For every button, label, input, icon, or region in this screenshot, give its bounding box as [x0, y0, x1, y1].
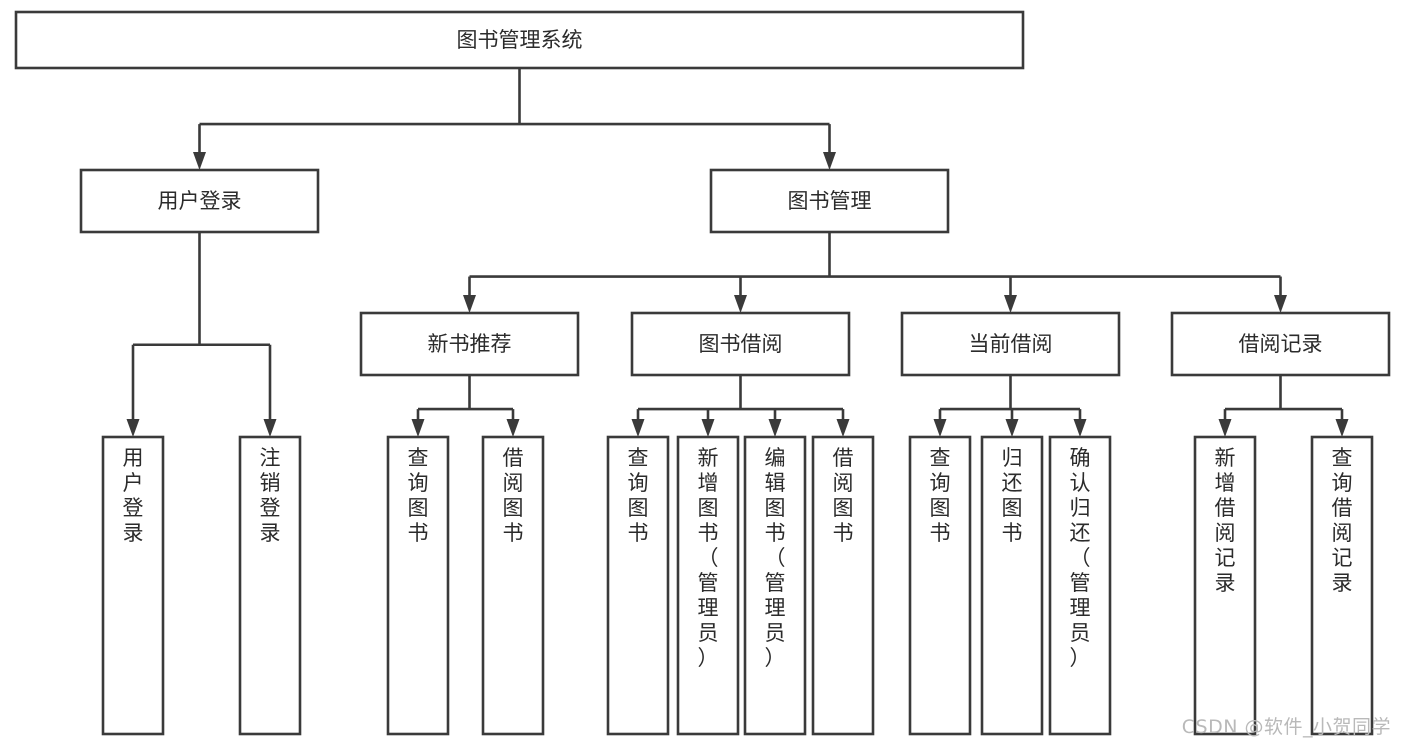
node-leaf-borrow-book-1[interactable]: 借阅图书 [481, 435, 545, 736]
arrow-head [411, 419, 425, 437]
node-label: 查询图书 [628, 446, 649, 545]
arrow-head [701, 419, 715, 437]
node-label: 归还图书 [1002, 446, 1023, 545]
node-leaf-query-book-3[interactable]: 查询图书 [908, 435, 972, 736]
node-leaf-return-book[interactable]: 归还图书 [980, 435, 1044, 736]
node-label: 借阅图书 [833, 446, 854, 545]
node-box[interactable] [908, 435, 972, 736]
node-box[interactable] [1048, 435, 1112, 736]
node-box[interactable] [900, 311, 1121, 377]
node-book-management[interactable]: 图书管理 [709, 168, 950, 234]
arrow-head [1274, 295, 1287, 313]
node-box[interactable] [386, 435, 450, 736]
node-box[interactable] [709, 168, 950, 234]
node-label: 图书管理系统 [457, 28, 583, 52]
node-box[interactable] [101, 435, 165, 736]
arrow-head [631, 419, 645, 437]
node-box[interactable] [606, 435, 670, 736]
node-label: 确认归还（管理员） [1070, 446, 1091, 670]
arrow-head [933, 419, 947, 437]
arrow-head [1004, 295, 1017, 313]
node-leaf-query-book-1[interactable]: 查询图书 [386, 435, 450, 736]
node-label: 当前借阅 [969, 332, 1053, 356]
arrow-head [193, 152, 206, 170]
node-label: 图书管理 [788, 189, 872, 213]
arrow-head [506, 419, 520, 437]
node-leaf-add-borrow-record[interactable]: 新增借阅记录 [1193, 435, 1257, 736]
arrow-head [263, 419, 277, 437]
node-leaf-borrow-book-2[interactable]: 借阅图书 [811, 435, 875, 736]
arrow-head [1335, 419, 1349, 437]
node-leaf-user-login[interactable]: 用户登录 [101, 435, 165, 736]
node-label: 新增图书（管理员） [698, 446, 719, 670]
node-current-borrow[interactable]: 当前借阅 [900, 311, 1121, 377]
node-label: 新增借阅记录 [1215, 446, 1236, 595]
node-label: 借阅记录 [1239, 332, 1323, 356]
node-book-borrow[interactable]: 图书借阅 [630, 311, 851, 377]
arrow-head [463, 295, 476, 313]
node-user-login[interactable]: 用户登录 [79, 168, 320, 234]
watermark-label: CSDN @软件_小贺同学 [1181, 716, 1391, 738]
node-label: 查询借阅记录 [1332, 446, 1353, 595]
node-label: 新书推荐 [428, 332, 512, 356]
node-box[interactable] [1170, 311, 1391, 377]
node-leaf-query-borrow-record[interactable]: 查询借阅记录 [1310, 435, 1374, 736]
node-layer: 图书管理系统用户登录图书管理新书推荐图书借阅当前借阅借阅记录用户登录注销登录查询… [14, 10, 1391, 736]
connector-layer [126, 68, 1349, 437]
node-box[interactable] [1310, 435, 1374, 736]
node-label: 图书借阅 [699, 332, 783, 356]
node-leaf-confirm-return-admin[interactable]: 确认归还（管理员） [1048, 435, 1112, 736]
arrow-head [734, 295, 747, 313]
node-leaf-add-book-admin[interactable]: 新增图书（管理员） [676, 435, 740, 736]
node-box[interactable] [630, 311, 851, 377]
node-label: 查询图书 [408, 446, 429, 545]
node-box[interactable] [481, 435, 545, 736]
node-root[interactable]: 图书管理系统 [14, 10, 1025, 70]
node-label: 查询图书 [930, 446, 951, 545]
node-new-book-recommend[interactable]: 新书推荐 [359, 311, 580, 377]
arrow-head [1218, 419, 1232, 437]
node-borrow-record[interactable]: 借阅记录 [1170, 311, 1391, 377]
node-box[interactable] [14, 10, 1025, 70]
node-box[interactable] [1193, 435, 1257, 736]
arrow-head [126, 419, 140, 437]
node-box[interactable] [79, 168, 320, 234]
node-box[interactable] [359, 311, 580, 377]
arrow-head [836, 419, 850, 437]
arrow-head [1005, 419, 1019, 437]
node-box[interactable] [811, 435, 875, 736]
node-label: 借阅图书 [503, 446, 524, 545]
node-leaf-logout[interactable]: 注销登录 [238, 435, 302, 736]
arrow-head [768, 419, 782, 437]
node-label: 用户登录 [123, 446, 144, 545]
node-label: 编辑图书（管理员） [765, 446, 786, 670]
node-label: 注销登录 [260, 446, 281, 545]
arrow-head [823, 152, 836, 170]
node-box[interactable] [676, 435, 740, 736]
node-box[interactable] [743, 435, 807, 736]
node-label: 用户登录 [158, 189, 242, 213]
arrow-head [1073, 419, 1087, 437]
node-leaf-query-book-2[interactable]: 查询图书 [606, 435, 670, 736]
node-box[interactable] [980, 435, 1044, 736]
node-leaf-edit-book-admin[interactable]: 编辑图书（管理员） [743, 435, 807, 736]
node-box[interactable] [238, 435, 302, 736]
